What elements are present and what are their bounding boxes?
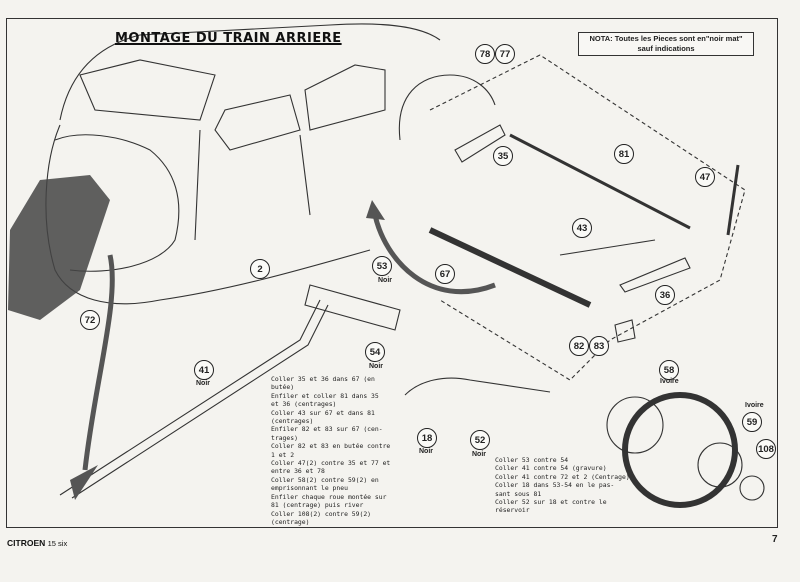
nota-box: NOTA: Toutes les Pieces sont en"noir mat… bbox=[578, 32, 754, 56]
rod-43 bbox=[559, 239, 656, 256]
sublabel-ivoire-59: Ivoire bbox=[745, 402, 764, 409]
car-door-line bbox=[194, 129, 311, 241]
callout-2: 2 bbox=[250, 259, 270, 279]
callout-47: 47 bbox=[695, 167, 715, 187]
sublabel-ivoire-58: Ivoire bbox=[660, 378, 679, 385]
callout-83: 83 bbox=[589, 336, 609, 356]
car-side-window-2 bbox=[304, 64, 386, 131]
car-roof-line bbox=[59, 23, 441, 121]
car-side-window-1 bbox=[214, 94, 301, 151]
instructions-right: Coller 53 contre 54 Coller 41 contre 54 … bbox=[495, 456, 630, 515]
wheel-tire bbox=[622, 392, 738, 508]
torsion-bar-81 bbox=[509, 133, 691, 230]
callout-82: 82 bbox=[569, 336, 589, 356]
tab-82-83 bbox=[614, 319, 636, 343]
footer-brand-name: CITROEN bbox=[7, 538, 46, 548]
callout-18: 18 bbox=[417, 428, 437, 448]
page-number: 7 bbox=[772, 534, 778, 545]
guide-dashed-box bbox=[429, 54, 746, 381]
callout-35: 35 bbox=[493, 146, 513, 166]
callout-41: 41 bbox=[194, 360, 214, 380]
page-title: MONTAGE DU TRAIN ARRIERE bbox=[115, 31, 342, 46]
wheel-rim-58 bbox=[606, 396, 664, 454]
car-wheel-arch bbox=[398, 74, 496, 141]
callout-54: 54 bbox=[365, 342, 385, 362]
page-frame bbox=[6, 18, 778, 528]
bracket-35 bbox=[454, 124, 506, 163]
sublabel-noir-52: Noir bbox=[472, 451, 486, 458]
callout-67: 67 bbox=[435, 264, 455, 284]
rear-axle-67 bbox=[428, 227, 592, 308]
callout-59: 59 bbox=[742, 412, 762, 432]
callout-78: 78 bbox=[475, 44, 495, 64]
callout-36: 36 bbox=[655, 285, 675, 305]
sublabel-noir-41: Noir bbox=[196, 380, 210, 387]
callout-81: 81 bbox=[614, 144, 634, 164]
nota-line-1: NOTA: Toutes les Pieces sont en"noir mat… bbox=[589, 34, 743, 43]
nota-line-2: sauf indications bbox=[637, 44, 695, 53]
instructions-left: Coller 35 et 36 dans 67 (en butée) Enfil… bbox=[271, 375, 391, 526]
footer-brand: CITROEN 15 six bbox=[7, 538, 67, 548]
pipe-41 bbox=[59, 299, 329, 499]
sublabel-noir-18: Noir bbox=[419, 448, 433, 455]
callout-52: 52 bbox=[470, 430, 490, 450]
sublabel-noir-53: Noir bbox=[378, 277, 392, 284]
callout-77: 77 bbox=[495, 44, 515, 64]
car-trunk bbox=[54, 134, 180, 272]
sublabel-noir-54: Noir bbox=[369, 363, 383, 370]
footer-model: 15 six bbox=[47, 539, 68, 548]
callout-72: 72 bbox=[80, 310, 100, 330]
spare-cover bbox=[8, 175, 110, 320]
callout-43: 43 bbox=[572, 218, 592, 238]
arrow-to-car bbox=[82, 254, 115, 471]
exhaust-18 bbox=[404, 377, 551, 396]
hub-cap-108 bbox=[739, 475, 765, 501]
bracket-36 bbox=[619, 257, 691, 293]
callout-58: 58 bbox=[659, 360, 679, 380]
tank-53-54 bbox=[304, 284, 401, 331]
arrow-head-up bbox=[366, 200, 385, 220]
callout-53: 53 bbox=[372, 256, 392, 276]
wheel-hub-59 bbox=[697, 442, 743, 488]
shock-absorber-47 bbox=[726, 164, 740, 236]
callout-108: 108 bbox=[756, 439, 776, 459]
car-rear-window bbox=[79, 59, 216, 121]
arrow-axle bbox=[372, 214, 496, 295]
arrow-head-down bbox=[70, 465, 98, 500]
